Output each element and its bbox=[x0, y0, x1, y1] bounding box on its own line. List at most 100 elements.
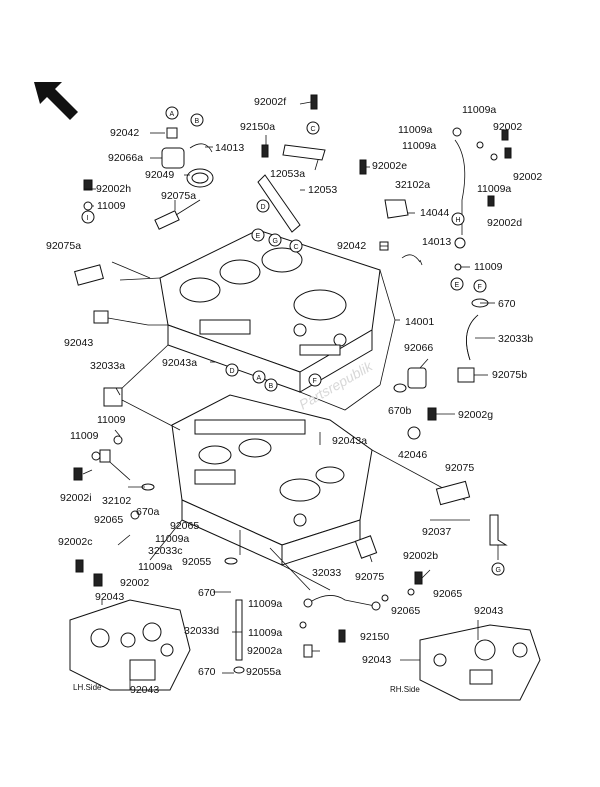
label-11009-l2: 11009 bbox=[70, 430, 99, 442]
svg-text:I: I bbox=[87, 215, 89, 222]
label-92065-b1: 92065 bbox=[391, 605, 420, 617]
label-92002-tr2: 92002 bbox=[513, 171, 542, 183]
callout-f-lower bbox=[308, 373, 322, 387]
front-arrow-icon bbox=[34, 82, 78, 120]
part-11009-left-top bbox=[83, 201, 93, 211]
label-92002a: 92002a bbox=[247, 645, 282, 657]
label-670a: 670a bbox=[136, 506, 160, 518]
svg-text:D: D bbox=[230, 368, 235, 375]
part-92042-top bbox=[166, 127, 178, 139]
label-92043-bl2: 92043 bbox=[130, 684, 159, 696]
label-92055a: 92055a bbox=[246, 666, 281, 678]
label-14044: 14044 bbox=[420, 207, 449, 219]
label-92150a: 92150a bbox=[240, 121, 275, 133]
svg-text:H: H bbox=[456, 217, 461, 224]
part-92002f bbox=[310, 94, 318, 110]
part-11009a-b1 bbox=[299, 621, 307, 629]
part-12053a bbox=[282, 144, 326, 161]
part-labels: 92002f 92150a 92042 14013 92066a 92049 9… bbox=[46, 96, 542, 696]
label-92065-b2: 92065 bbox=[433, 588, 462, 600]
label-12053a: 12053a bbox=[270, 168, 305, 180]
part-32033c bbox=[117, 534, 131, 546]
label-92043-br: 92043 bbox=[474, 605, 503, 617]
part-92066a bbox=[161, 147, 185, 169]
svg-text:A: A bbox=[170, 111, 175, 118]
part-92075a-top bbox=[154, 199, 201, 230]
part-92075-right bbox=[435, 480, 471, 506]
callouts: A B C D E G C A B D F H E F G I bbox=[81, 106, 505, 576]
label-92002e: 92002e bbox=[372, 160, 407, 172]
part-92002a bbox=[303, 644, 313, 658]
callout-g-right bbox=[491, 562, 505, 576]
label-11009a-tr3: 11009a bbox=[402, 140, 436, 152]
callout-a-top bbox=[165, 106, 179, 120]
label-rh-side: RH.Side bbox=[390, 685, 420, 694]
callout-d-lower bbox=[225, 363, 239, 377]
part-92065-b1 bbox=[381, 594, 389, 602]
part-11009-l2 bbox=[91, 451, 101, 461]
part-92002-bl bbox=[93, 573, 103, 587]
part-42046 bbox=[407, 426, 421, 440]
label-32033b: 32033b bbox=[498, 333, 533, 345]
label-92002f: 92002f bbox=[254, 96, 286, 108]
label-92002-tr1: 92002 bbox=[493, 121, 522, 133]
label-92150: 92150 bbox=[360, 631, 389, 643]
label-92075-bottom: 92075 bbox=[355, 571, 384, 583]
part-32033a-spring bbox=[103, 387, 123, 407]
part-92075a-left bbox=[74, 264, 104, 286]
label-12053: 12053 bbox=[308, 184, 337, 196]
svg-text:C: C bbox=[311, 126, 316, 133]
label-11009-l1: 11009 bbox=[97, 414, 126, 426]
label-11009a-tr2: 11009a bbox=[398, 124, 432, 136]
label-92042-right: 92042 bbox=[337, 240, 366, 252]
part-92002e bbox=[359, 159, 367, 175]
part-92049 bbox=[186, 168, 214, 188]
callout-f-right bbox=[473, 279, 487, 293]
part-92075b bbox=[457, 367, 475, 383]
label-11009a-c: 11009a bbox=[155, 533, 189, 545]
label-92075a-mid: 92075a bbox=[161, 190, 196, 202]
label-92049: 92049 bbox=[145, 169, 174, 181]
part-14044 bbox=[384, 199, 409, 219]
label-92065-left: 92065 bbox=[94, 514, 123, 526]
callout-h bbox=[451, 212, 465, 226]
label-670-bottom: 670 bbox=[198, 587, 216, 599]
part-92002b bbox=[414, 571, 423, 585]
callout-a-lower bbox=[252, 370, 266, 384]
part-92065-b2 bbox=[407, 588, 415, 596]
label-32033c: 32033c bbox=[148, 545, 182, 557]
svg-text:F: F bbox=[478, 284, 482, 291]
svg-text:F: F bbox=[313, 378, 317, 385]
svg-text:B: B bbox=[269, 383, 274, 390]
label-92002h: 92002h bbox=[96, 183, 131, 195]
svg-text:G: G bbox=[273, 238, 278, 245]
callout-g-upper bbox=[268, 233, 282, 247]
label-92037: 92037 bbox=[422, 526, 451, 538]
callout-e-right bbox=[450, 277, 464, 291]
label-92066a: 92066a bbox=[108, 152, 143, 164]
part-92002i bbox=[73, 467, 83, 481]
part-92043-left bbox=[93, 310, 109, 324]
part-92002h bbox=[83, 179, 93, 191]
callout-i bbox=[81, 210, 95, 224]
part-14013-right bbox=[401, 254, 421, 263]
label-92075a-left: 92075a bbox=[46, 240, 81, 252]
label-92002g: 92002g bbox=[458, 409, 493, 421]
label-14013-right: 14013 bbox=[422, 236, 451, 248]
part-92002c bbox=[75, 559, 84, 573]
part-92055a bbox=[233, 666, 245, 674]
part-32102-pipe bbox=[99, 449, 131, 481]
label-92075b: 92075b bbox=[492, 369, 527, 381]
label-92002c: 92002c bbox=[58, 536, 92, 548]
label-92043-br2: 92043 bbox=[362, 654, 391, 666]
label-32102: 32102 bbox=[102, 495, 131, 507]
label-92042-top: 92042 bbox=[110, 127, 139, 139]
label-32033d: 32033d bbox=[184, 625, 219, 637]
label-11009a-tr: 11009a bbox=[462, 104, 496, 116]
label-92002b: 92002b bbox=[403, 550, 438, 562]
part-92002g bbox=[427, 407, 437, 421]
svg-text:E: E bbox=[256, 233, 261, 240]
part-11009-l1 bbox=[113, 435, 123, 445]
svg-text:C: C bbox=[294, 244, 299, 251]
part-92150a bbox=[261, 144, 269, 158]
